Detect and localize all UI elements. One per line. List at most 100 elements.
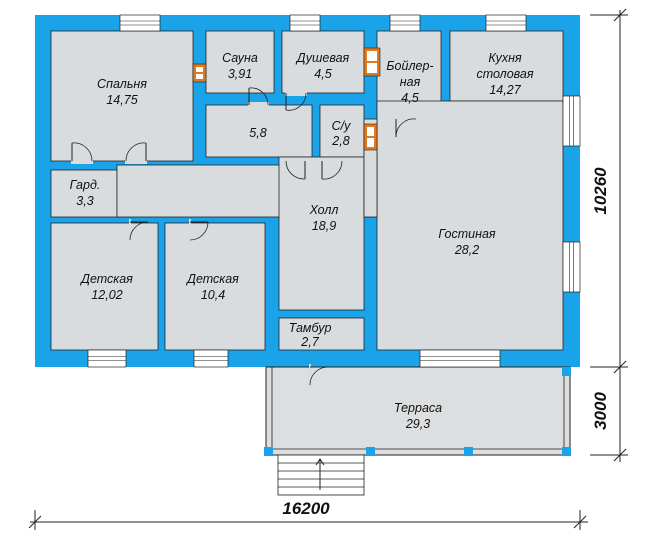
- label-gard-name: Гард.: [70, 178, 101, 192]
- door-opening-8: [189, 219, 191, 243]
- door-swing-0: [71, 142, 93, 162]
- room-child2[interactable]: [164, 222, 266, 351]
- terrace-post-2: [464, 447, 473, 456]
- label-hall-area: 18,9: [312, 219, 336, 233]
- door-opening-1: [125, 158, 147, 164]
- label-child1-area: 12,02: [91, 288, 122, 302]
- label-spalnya-area: 14,75: [106, 93, 137, 107]
- window-frame-6: [419, 349, 501, 368]
- dim-width-label: 16200: [282, 499, 330, 518]
- terrace-post-3: [562, 447, 571, 456]
- terrace-post-4: [562, 367, 571, 376]
- door-opening-4: [285, 158, 306, 164]
- door-opening-7: [129, 219, 131, 243]
- label-child2-name: Детская: [185, 272, 239, 286]
- label-kitchen-name: Кухня: [488, 51, 522, 65]
- label-kitchen-area: 14,27: [489, 83, 521, 97]
- room-dushevaya[interactable]: [281, 30, 365, 94]
- dim-height-label: 10260: [591, 167, 610, 215]
- door-opening-6: [395, 116, 417, 122]
- label-child2-area: 10,4: [201, 288, 225, 302]
- door-swing-1: [125, 142, 147, 162]
- stove-0-cell-b: [196, 74, 203, 79]
- label-dushevaya-area: 4,5: [314, 67, 331, 81]
- stoves-layer: [192, 47, 381, 151]
- label-tambur-area: 2,7: [300, 335, 319, 349]
- window-frame-0: [119, 14, 161, 32]
- door-swing-6: [395, 118, 417, 138]
- terrace[interactable]: [265, 366, 571, 456]
- terrace-railing: [271, 367, 565, 450]
- stove-0-cell-a: [196, 67, 203, 72]
- door-opening-2: [248, 102, 269, 108]
- terrace-detail: [264, 367, 571, 496]
- room-corridor[interactable]: [205, 104, 313, 158]
- room-sauna[interactable]: [205, 30, 275, 94]
- label-boiler-name2: ная: [400, 75, 421, 89]
- door-opening-5: [321, 158, 343, 164]
- windows-layer: [87, 14, 581, 368]
- label-sauna-name: Сауна: [222, 51, 258, 65]
- steps: [277, 454, 365, 496]
- room-labels: Спальня 14,75 Сауна 3,91 Душевая 4,5 Бой…: [70, 51, 534, 431]
- door-swing-5: [321, 160, 343, 180]
- rooms-layer: [50, 30, 564, 351]
- label-wc-name: С/у: [332, 119, 352, 133]
- window-frame-7: [562, 95, 581, 147]
- label-dushevaya-name: Душевая: [295, 51, 350, 65]
- window-frame-3: [485, 14, 527, 32]
- label-hall-name: Холл: [309, 203, 339, 217]
- door-swing-3: [285, 92, 307, 111]
- room-tambur[interactable]: [278, 317, 365, 351]
- dimension-lines: [28, 8, 628, 530]
- label-living-area: 28,2: [454, 243, 479, 257]
- door-swing-4: [285, 160, 306, 180]
- label-sauna-area: 3,91: [228, 67, 252, 81]
- label-terrace-name: Терраса: [394, 401, 442, 415]
- label-boiler-area: 4,5: [401, 91, 418, 105]
- door-swing-2: [248, 87, 269, 106]
- dim-slash-left: [28, 515, 42, 529]
- room-living[interactable]: [376, 100, 564, 351]
- stove-2-cell-b: [367, 138, 374, 147]
- dim-terrace-label: 3000: [591, 392, 610, 430]
- label-terrace-area: 29,3: [405, 417, 430, 431]
- terrace-post-1: [366, 447, 375, 456]
- dim-slash-mid: [613, 360, 627, 374]
- doors-layer: [71, 87, 417, 388]
- door-opening-9: [309, 364, 311, 388]
- label-spalnya-name: Спальня: [97, 77, 147, 91]
- label-tambur-name: Тамбур: [289, 321, 332, 335]
- room-hall-mid[interactable]: [278, 156, 365, 311]
- label-corridor-area: 5,8: [249, 126, 266, 140]
- door-swing-9: [309, 366, 329, 386]
- window-frame-5: [193, 349, 229, 368]
- label-child1-name: Детская: [79, 272, 133, 286]
- stove-1-cell-b: [367, 63, 377, 73]
- label-boiler-name: Бойлер-: [386, 59, 433, 73]
- terrace-post-0: [264, 447, 273, 456]
- entry-arrow-head: [315, 458, 325, 466]
- room-spalnya[interactable]: [50, 30, 194, 162]
- dim-slash-top: [613, 8, 627, 22]
- stove-2-cell-a: [367, 127, 374, 136]
- window-frame-1: [289, 14, 321, 32]
- label-wc-area: 2,8: [331, 134, 349, 148]
- door-opening-0: [71, 158, 93, 164]
- window-frame-8: [562, 241, 581, 293]
- label-gard-area: 3,3: [76, 194, 93, 208]
- label-living-name: Гостиная: [438, 227, 495, 241]
- stove-1-cell-a: [367, 51, 377, 61]
- door-swing-7: [129, 221, 149, 241]
- room-child1[interactable]: [50, 222, 159, 351]
- dim-slash-bottom: [613, 448, 627, 462]
- label-kitchen-name2: столовая: [476, 67, 533, 81]
- stove-0: [192, 63, 207, 83]
- window-frame-4: [87, 349, 127, 368]
- window-frame-2: [389, 14, 421, 32]
- door-swing-8: [189, 221, 209, 241]
- room-gard[interactable]: [50, 169, 118, 218]
- dim-slash-right: [573, 515, 587, 529]
- door-opening-3: [285, 90, 307, 96]
